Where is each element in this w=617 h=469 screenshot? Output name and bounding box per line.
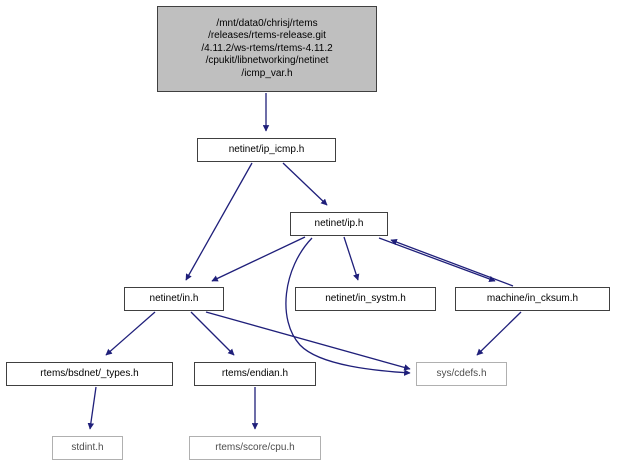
node-label: rtems/bsdnet/_types.h	[40, 367, 139, 379]
node-label: netinet/in_systm.h	[325, 292, 406, 304]
edge-in_cksum-to-ip	[390, 239, 514, 287]
node-label: netinet/ip.h	[314, 217, 364, 229]
node-sys-cdefs[interactable]: sys/cdefs.h	[416, 362, 507, 386]
edge-ip-to-in_cksum	[378, 237, 496, 283]
node-label: netinet/ip_icmp.h	[228, 143, 305, 155]
node-label: sys/cdefs.h	[436, 367, 487, 379]
edge-ip-to-cdefs	[285, 237, 411, 376]
node-rtems-endian[interactable]: rtems/endian.h	[194, 362, 316, 386]
node-icmp-var-root[interactable]: /mnt/data0/chrisj/rtems /releases/rtems-…	[157, 6, 377, 92]
edge-ip-to-in_systm	[343, 236, 360, 281]
edge-in-to-bsdnet_types	[105, 311, 156, 356]
node-netinet-ip-icmp[interactable]: netinet/ip_icmp.h	[197, 138, 336, 162]
node-label: machine/in_cksum.h	[486, 292, 579, 304]
node-netinet-in[interactable]: netinet/in.h	[124, 287, 224, 311]
edge-ip_icmp-to-ip	[282, 162, 328, 206]
node-rtems-score-cpu[interactable]: rtems/score/cpu.h	[189, 436, 321, 460]
edge-in_cksum-to-cdefs	[476, 311, 522, 356]
node-label: rtems/score/cpu.h	[215, 441, 295, 453]
node-rtems-bsdnet-types[interactable]: rtems/bsdnet/_types.h	[6, 362, 173, 386]
node-netinet-in-systm[interactable]: netinet/in_systm.h	[295, 287, 436, 311]
node-label: netinet/in.h	[149, 292, 199, 304]
node-label: stdint.h	[71, 441, 104, 453]
node-label: /mnt/data0/chrisj/rtems /releases/rtems-…	[201, 17, 333, 79]
node-machine-in-cksum[interactable]: machine/in_cksum.h	[455, 287, 610, 311]
node-netinet-ip[interactable]: netinet/ip.h	[290, 212, 388, 236]
edge-in-to-endian	[190, 311, 235, 356]
edge-ip-to-in	[211, 236, 306, 282]
node-label: rtems/endian.h	[221, 367, 289, 379]
edge-bsdnet_types-to-stdint	[87, 386, 97, 430]
edge-in-to-cdefs	[205, 311, 411, 371]
edge-ip_icmp-to-in	[185, 162, 253, 281]
node-stdint[interactable]: stdint.h	[52, 436, 123, 460]
